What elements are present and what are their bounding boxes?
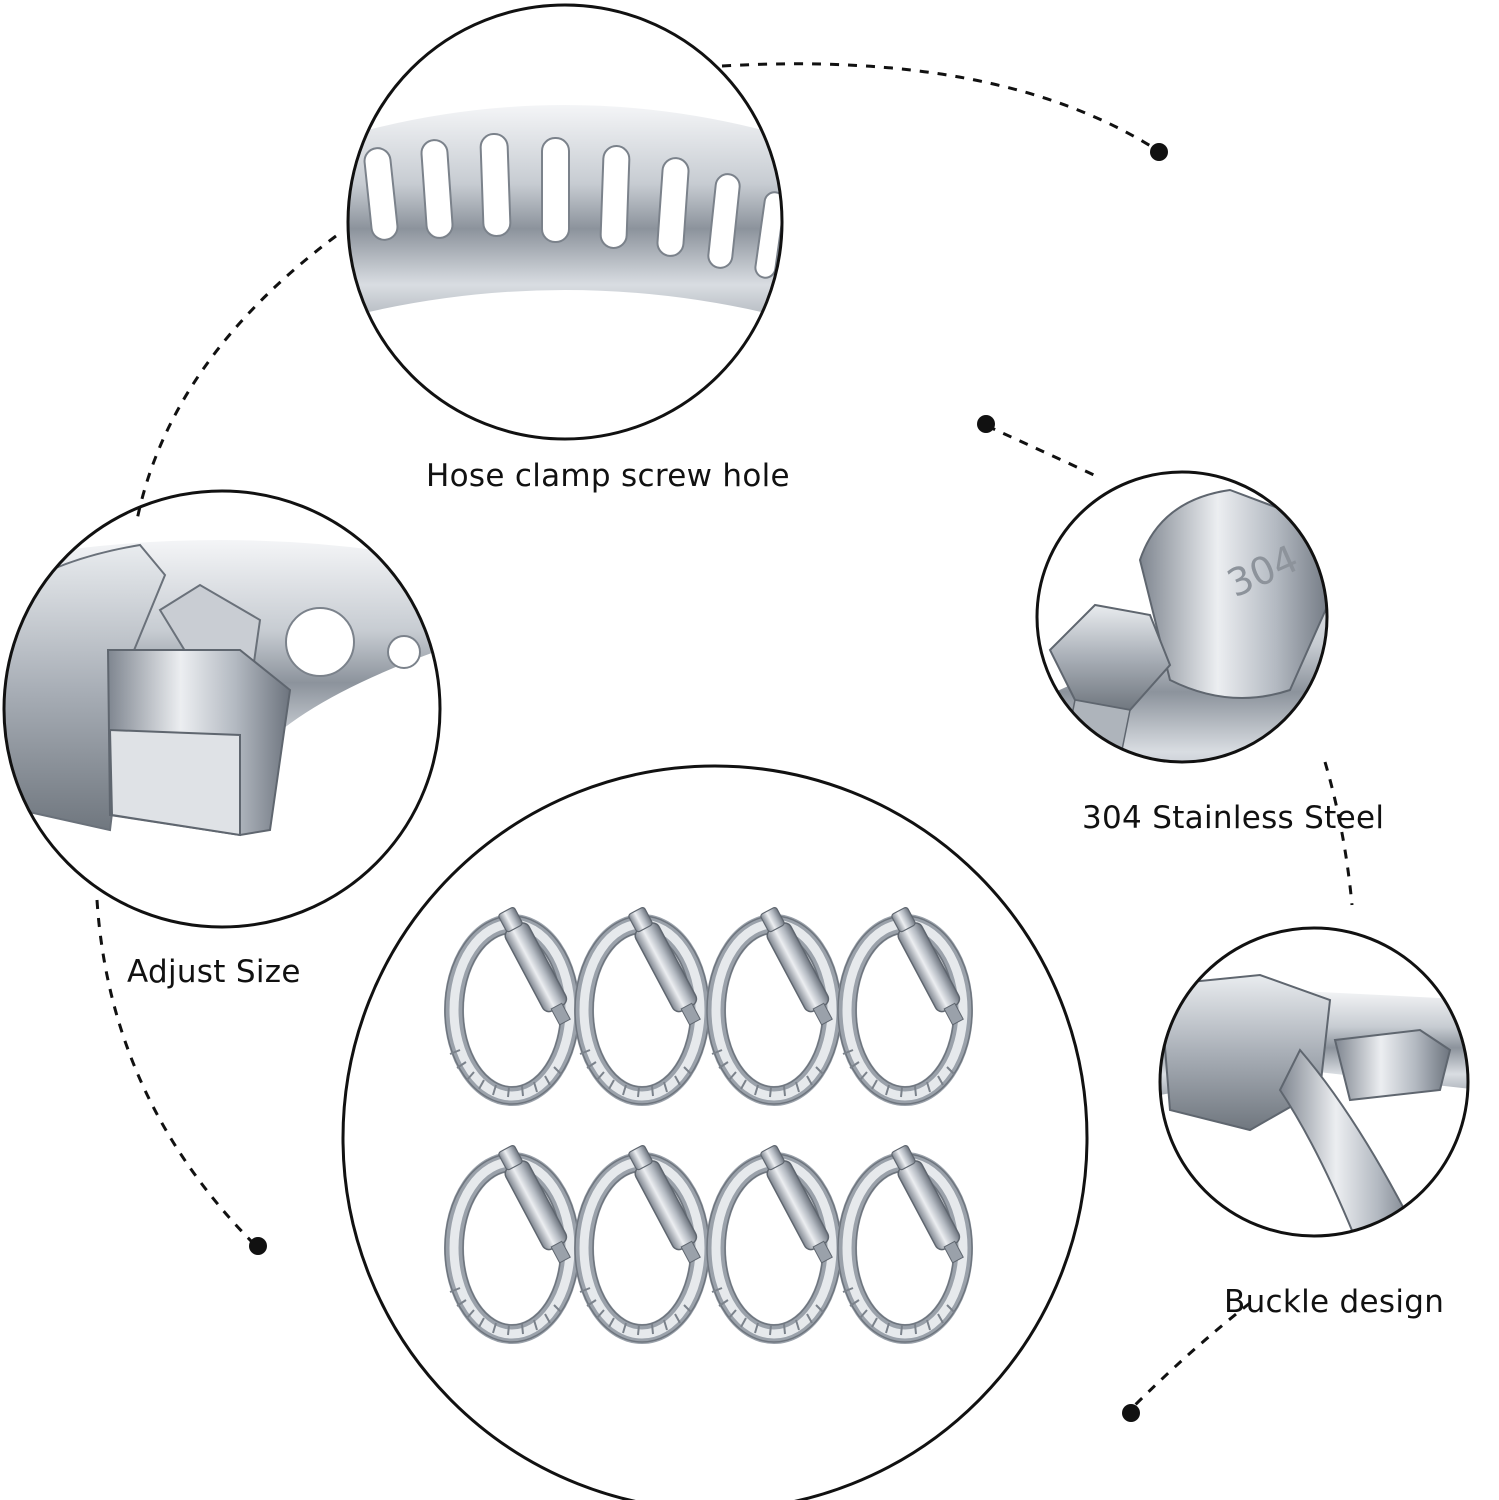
label-adjust-size: Adjust Size [127, 954, 301, 990]
label-screw-hole: Hose clamp screw hole [426, 458, 790, 494]
screw-hole-detail-circle [346, 3, 784, 441]
buckle-design-detail-circle [1158, 926, 1470, 1238]
adjust-size-detail-circle [2, 489, 442, 929]
label-buckle-design: Buckle design [1224, 1284, 1445, 1320]
dashed-connectors [95, 62, 1354, 1412]
label-stainless-steel: 304 Stainless Steel [1082, 800, 1385, 836]
clamp-set-circle [341, 764, 1089, 1500]
connector-dots [249, 143, 1168, 1422]
stainless-steel-detail-circle: 304 [1035, 470, 1329, 764]
